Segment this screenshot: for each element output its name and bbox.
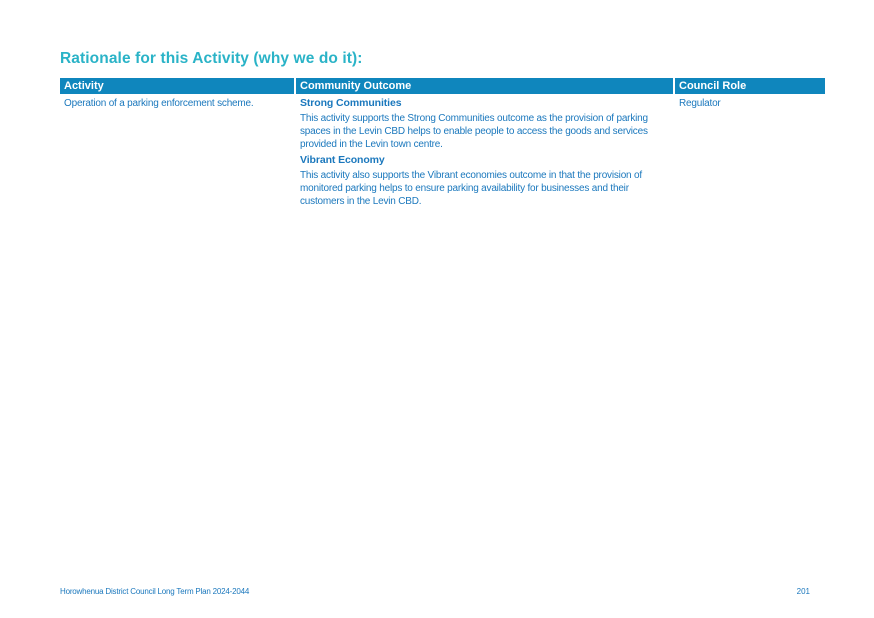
activity-cell: Operation of a parking enforcement schem… <box>64 98 254 109</box>
outcome-vibrant-economy: Vibrant Economy This activity also suppo… <box>300 154 675 208</box>
section-title: Rationale for this Activity (why we do i… <box>60 50 363 67</box>
header-community-outcome: Community Outcome <box>296 78 675 94</box>
footer-page-number: 201 <box>796 587 810 596</box>
outcome-description: This activity supports the Strong Commun… <box>300 113 648 150</box>
outcome-strong-communities: Strong Communities This activity support… <box>300 97 675 151</box>
table-header-row: Activity Community Outcome Council Role <box>60 78 825 94</box>
footer-document-name: Horowhenua District Council Long Term Pl… <box>60 587 250 596</box>
council-role-cell: Regulator <box>679 98 721 109</box>
rationale-table: Activity Community Outcome Council Role … <box>60 78 825 211</box>
outcome-description: This activity also supports the Vibrant … <box>300 170 642 207</box>
header-council-role: Council Role <box>675 78 825 94</box>
community-outcome-cell: Strong Communities This activity support… <box>296 97 675 211</box>
header-activity: Activity <box>60 78 296 94</box>
table-row: Operation of a parking enforcement schem… <box>60 97 825 211</box>
outcome-heading: Strong Communities <box>300 97 402 109</box>
outcome-heading: Vibrant Economy <box>300 154 385 166</box>
